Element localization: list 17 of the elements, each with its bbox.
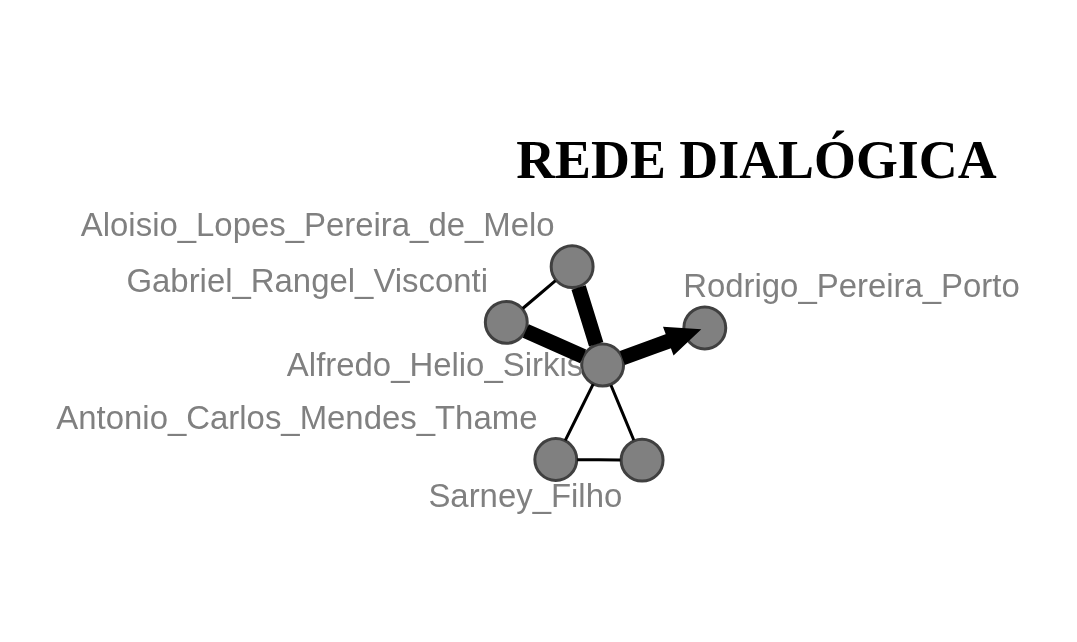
node-circle — [681, 305, 727, 350]
node-circle — [549, 243, 595, 289]
connector — [570, 284, 603, 346]
connector — [576, 457, 620, 461]
connector — [563, 382, 594, 441]
connector — [609, 384, 635, 441]
node-label: Sarney_Filho — [427, 476, 622, 514]
node-circle — [532, 436, 578, 482]
node-label: Aloisio_Lopes_Pereira_de_Melo — [80, 205, 555, 243]
node-label: Antonio_Carlos_Mendes_Thame — [55, 398, 537, 436]
node-label: Gabriel_Rangel_Visconti — [125, 261, 488, 299]
node-label: Rodrigo_Pereira_Porto — [682, 266, 1020, 304]
connector — [521, 279, 556, 310]
arrow — [619, 326, 701, 365]
diagram-title: REDE DIALÓGICA — [515, 129, 997, 190]
node-circle — [619, 437, 665, 483]
node-circle — [483, 299, 529, 345]
